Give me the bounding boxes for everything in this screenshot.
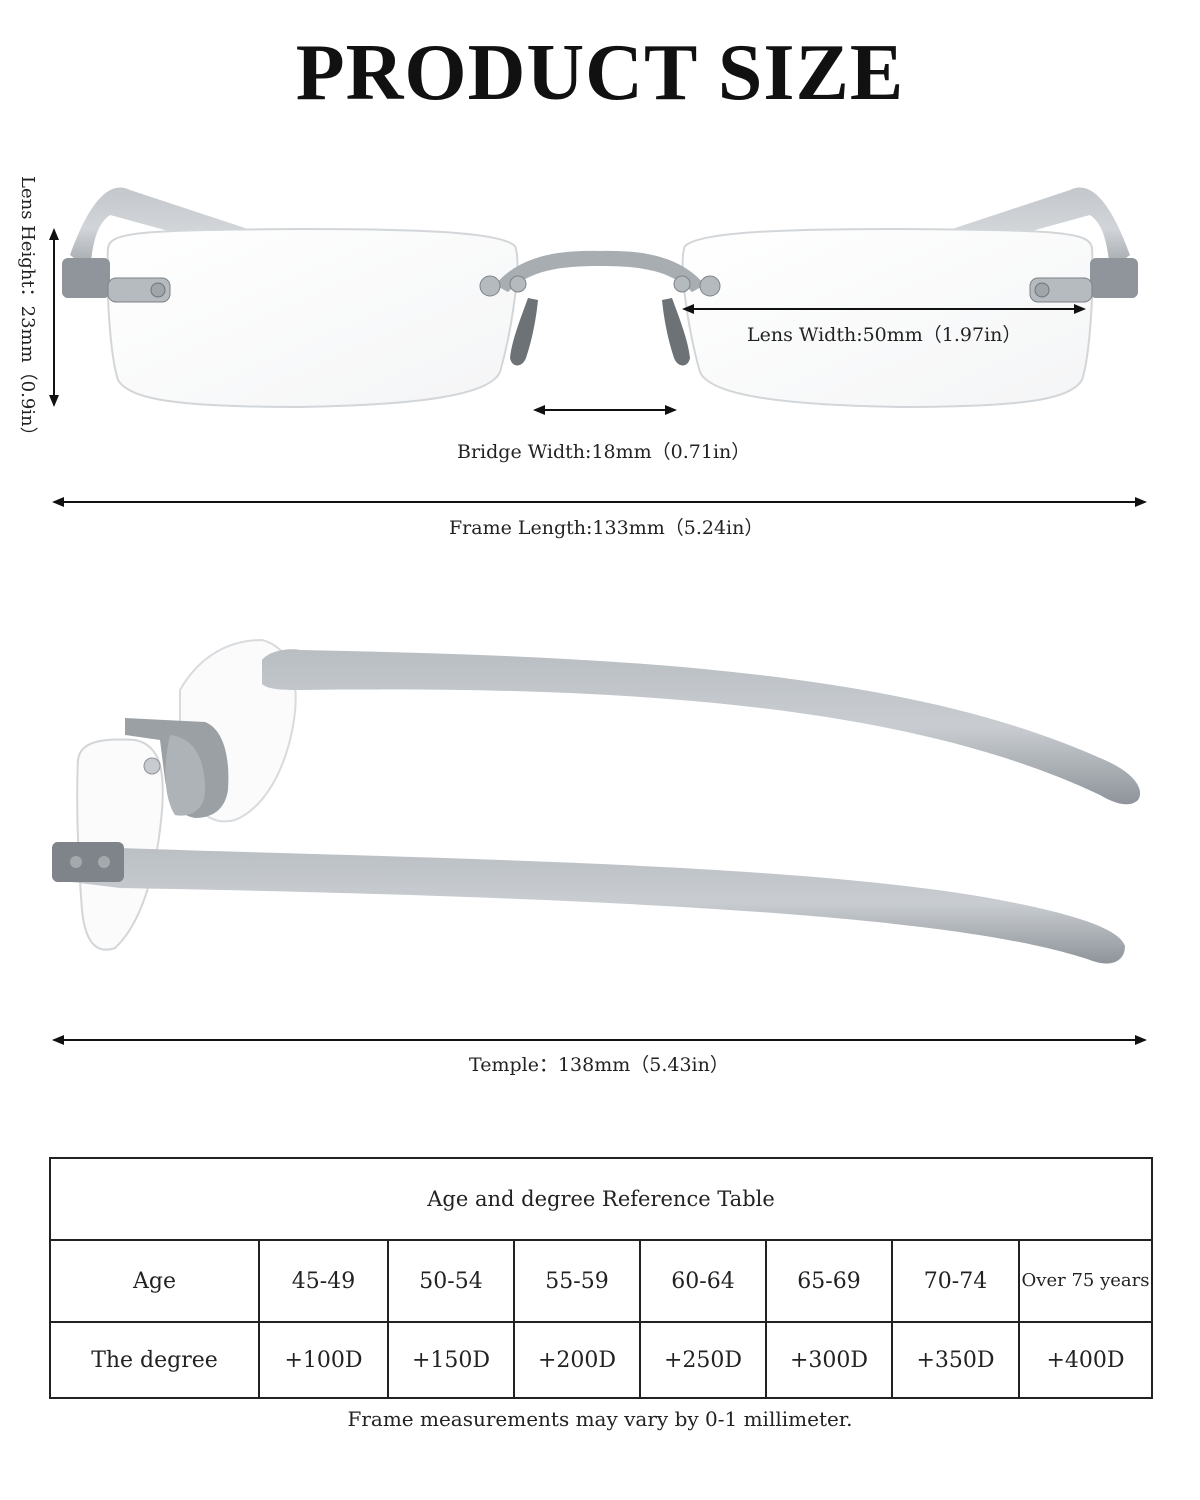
age-degree-table: Age and degree Reference Table Age 45-49… <box>48 1157 1154 1399</box>
bridge-width-label: Bridge Width:18mm（0.71in） <box>457 441 751 463</box>
degree-cell: +100D <box>258 1321 389 1399</box>
age-cell: 70-74 <box>891 1239 1020 1323</box>
measurement-arrows <box>49 228 1147 1045</box>
degree-cell: +350D <box>891 1321 1020 1399</box>
age-cell: 45-49 <box>258 1239 389 1323</box>
table-caption: Age and degree Reference Table <box>48 1157 1154 1241</box>
side-view-glasses <box>52 638 1141 964</box>
frame-length-label: Frame Length:133mm（5.24in） <box>449 517 764 539</box>
degree-cell: +150D <box>387 1321 515 1399</box>
age-cell: 50-54 <box>387 1239 515 1323</box>
age-cell: 65-69 <box>765 1239 893 1323</box>
page-title: PRODUCT SIZE <box>295 29 905 117</box>
measurement-note: Frame measurements may vary by 0-1 milli… <box>347 1407 853 1431</box>
table-row-degree: The degree +100D +150D +200D +250D +300D… <box>49 1321 1154 1399</box>
age-cell: 55-59 <box>513 1239 641 1323</box>
degree-cell: +400D <box>1017 1321 1154 1399</box>
row-header-age: Age <box>49 1239 260 1323</box>
front-view-glasses <box>62 187 1138 409</box>
lens-width-label: Lens Width:50mm（1.97in） <box>747 324 1022 346</box>
age-cell: 60-64 <box>639 1239 767 1323</box>
table-row-age: Age 45-49 50-54 55-59 60-64 65-69 70-74 … <box>49 1239 1154 1323</box>
degree-cell: +250D <box>639 1321 767 1399</box>
row-header-degree: The degree <box>49 1321 260 1399</box>
lens-height-label: Lens Height：23mm（0.9in） <box>17 176 38 445</box>
age-cell: Over 75 years <box>1017 1239 1154 1323</box>
degree-cell: +300D <box>765 1321 893 1399</box>
degree-cell: +200D <box>513 1321 641 1399</box>
temple-length-label: Temple：138mm（5.43in） <box>469 1054 729 1076</box>
